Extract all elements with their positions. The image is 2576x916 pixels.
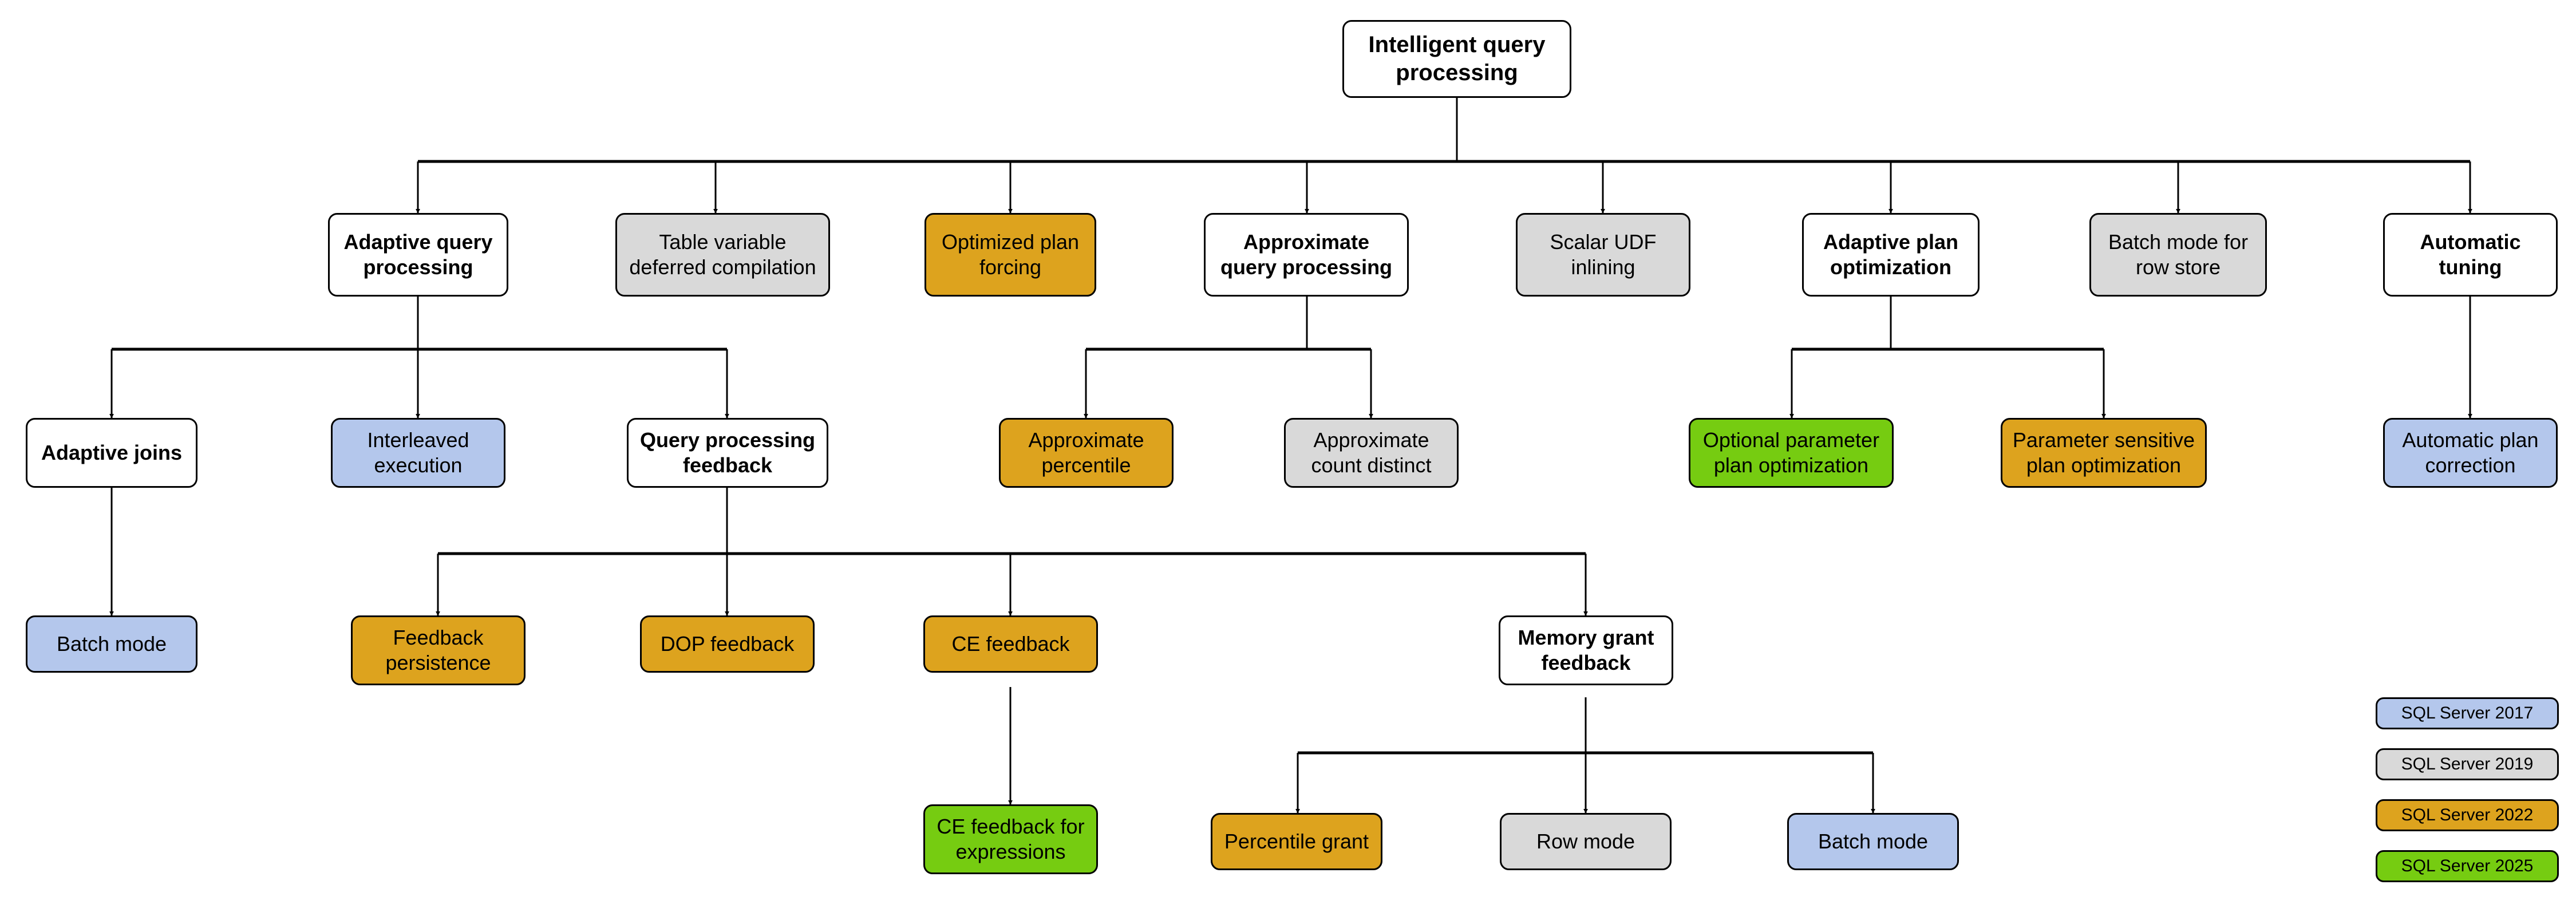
node-approximate-count-distinct[interactable]: Approximate count distinct (1284, 418, 1459, 488)
node-batch-mode-memory-grant[interactable]: Batch mode (1787, 813, 1959, 870)
node-optimized-plan-forcing[interactable]: Optimized plan forcing (924, 213, 1096, 297)
legend-item-sql-server-2019[interactable]: SQL Server 2019 (2376, 748, 2559, 780)
node-batch-mode-for-row-store[interactable]: Batch mode for row store (2089, 213, 2267, 297)
legend-item-sql-server-2025[interactable]: SQL Server 2025 (2376, 850, 2559, 882)
node-ce-feedback[interactable]: CE feedback (923, 615, 1098, 673)
node-query-processing-feedback[interactable]: Query processing feedback (627, 418, 828, 488)
node-adaptive-joins[interactable]: Adaptive joins (26, 418, 197, 488)
node-ce-feedback-for-expressions[interactable]: CE feedback for expressions (923, 804, 1098, 874)
node-interleaved-execution[interactable]: Interleaved execution (331, 418, 505, 488)
node-approximate-percentile[interactable]: Approximate percentile (999, 418, 1174, 488)
legend-swatch-2025: SQL Server 2025 (2376, 850, 2559, 882)
node-batch-mode-adaptive-joins[interactable]: Batch mode (26, 615, 197, 673)
legend-item-sql-server-2022[interactable]: SQL Server 2022 (2376, 799, 2559, 831)
legend-swatch-2022: SQL Server 2022 (2376, 799, 2559, 831)
node-approximate-query-processing[interactable]: Approximate query processing (1204, 213, 1409, 297)
node-automatic-tuning[interactable]: Automatic tuning (2383, 213, 2558, 297)
node-adaptive-query-processing[interactable]: Adaptive query processing (328, 213, 508, 297)
node-parameter-sensitive-plan-optimization[interactable]: Parameter sensitive plan optimization (2001, 418, 2207, 488)
node-intelligent-query-processing[interactable]: Intelligent query processing (1342, 20, 1571, 98)
node-row-mode[interactable]: Row mode (1500, 813, 1672, 870)
node-memory-grant-feedback[interactable]: Memory grant feedback (1499, 615, 1673, 685)
node-table-variable-deferred-compilation[interactable]: Table variable deferred compilation (615, 213, 830, 297)
node-feedback-persistence[interactable]: Feedback persistence (351, 615, 526, 685)
legend-item-sql-server-2017[interactable]: SQL Server 2017 (2376, 697, 2559, 729)
node-optional-parameter-plan-optimization[interactable]: Optional parameter plan optimization (1689, 418, 1894, 488)
node-automatic-plan-correction[interactable]: Automatic plan correction (2383, 418, 2558, 488)
node-dop-feedback[interactable]: DOP feedback (640, 615, 815, 673)
node-percentile-grant[interactable]: Percentile grant (1211, 813, 1382, 870)
legend-swatch-2019: SQL Server 2019 (2376, 748, 2559, 780)
node-adaptive-plan-optimization[interactable]: Adaptive plan optimization (1802, 213, 1980, 297)
node-scalar-udf-inlining[interactable]: Scalar UDF inlining (1516, 213, 1690, 297)
legend-swatch-2017: SQL Server 2017 (2376, 697, 2559, 729)
